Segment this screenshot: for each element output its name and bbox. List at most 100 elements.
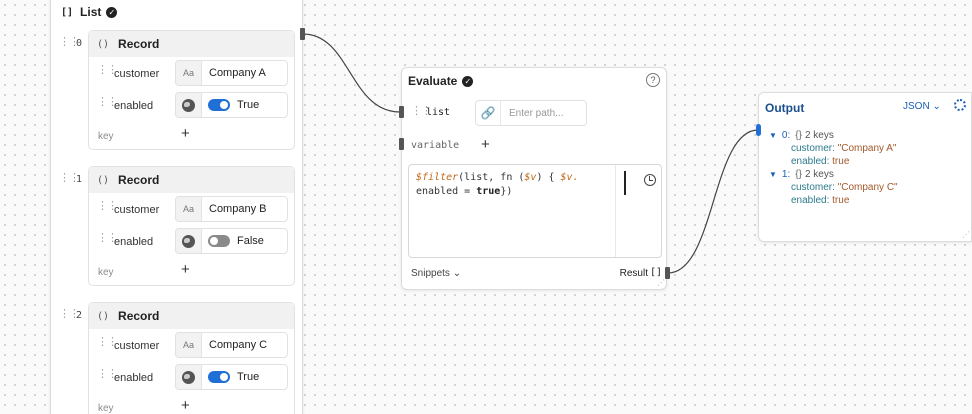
list-item-index: 2 xyxy=(76,310,83,321)
key-placeholder[interactable]: key xyxy=(98,131,114,142)
evaluate-input-port-list[interactable] xyxy=(399,106,404,118)
wire-list-to-evaluate xyxy=(302,33,401,113)
field-label: customer xyxy=(114,204,160,216)
record-card[interactable]: () Record ⋮⋮ customer Aa Company A ⋮⋮ en… xyxy=(88,30,295,150)
input-label-list: list xyxy=(426,107,451,118)
record-header: () Record xyxy=(89,31,294,57)
toggle-value: True xyxy=(237,99,260,111)
path-input[interactable]: 🔗 Enter path... xyxy=(475,100,587,126)
evaluate-result-port[interactable] xyxy=(665,267,670,279)
enabled-toggle-field[interactable]: True xyxy=(175,364,288,390)
drag-handle-icon[interactable]: ⋮⋮ xyxy=(411,105,432,117)
record-header: () Record xyxy=(89,167,294,193)
output-node[interactable]: Output JSON ⌄ ▼0:{}2 keys customer: "Com… xyxy=(758,92,972,242)
text-cursor xyxy=(624,171,626,195)
drag-handle-icon[interactable]: ⋮⋮ xyxy=(97,368,118,380)
drag-handle-icon[interactable]: ⋮⋮ xyxy=(59,172,80,184)
type-chip[interactable] xyxy=(176,93,202,117)
record-header: () Record xyxy=(89,303,294,329)
text-type-icon[interactable]: Aa xyxy=(176,333,202,357)
add-field-icon[interactable]: + xyxy=(181,261,190,278)
add-variable-icon[interactable]: + xyxy=(481,136,490,153)
field-label: customer xyxy=(114,340,160,352)
output-input-port[interactable] xyxy=(756,124,761,136)
enabled-toggle[interactable] xyxy=(208,235,230,247)
gear-icon[interactable] xyxy=(954,99,966,111)
result-array-icon: [] xyxy=(649,267,662,278)
chevron-down-icon: ⌄ xyxy=(932,101,941,112)
key-row: key + xyxy=(89,393,294,414)
key-placeholder[interactable]: key xyxy=(98,403,114,414)
snippets-dropdown[interactable]: Snippets ⌄ xyxy=(411,268,462,279)
evaluate-input-port-variable[interactable] xyxy=(399,138,404,150)
field-value: Company B xyxy=(209,203,267,215)
check-icon: ✓ xyxy=(106,6,118,18)
record-icon: () xyxy=(97,310,110,322)
tree-leaf: customer: "Company A" xyxy=(791,143,897,154)
list-output-port[interactable] xyxy=(300,28,305,40)
type-chip[interactable] xyxy=(176,229,202,253)
evaluate-node[interactable]: Evaluate ✓ ? ⋮⋮ list 🔗 Enter path... var… xyxy=(401,67,667,290)
output-node-title: Output xyxy=(765,101,805,115)
drag-handle-icon[interactable]: ⋮⋮ xyxy=(97,336,118,348)
path-placeholder[interactable]: Enter path... xyxy=(509,107,564,119)
expand-triangle-icon[interactable]: ▼ xyxy=(769,170,777,179)
globe-icon xyxy=(182,234,195,248)
field-label: enabled xyxy=(114,372,154,384)
enabled-toggle[interactable] xyxy=(208,99,230,111)
input-row-list: ⋮⋮ list 🔗 Enter path... xyxy=(402,100,668,128)
enabled-toggle-field[interactable]: False xyxy=(175,228,288,254)
enabled-toggle-field[interactable]: True xyxy=(175,92,288,118)
type-chip[interactable] xyxy=(176,365,202,389)
globe-icon xyxy=(182,98,195,112)
text-type-icon[interactable]: Aa xyxy=(176,61,202,85)
field-row-customer: ⋮⋮ customer Aa Company C xyxy=(89,329,294,361)
drag-handle-icon[interactable]: ⋮⋮ xyxy=(97,96,118,108)
help-icon[interactable]: ? xyxy=(646,73,660,87)
record-card[interactable]: () Record ⋮⋮ customer Aa Company C ⋮⋮ en… xyxy=(88,302,295,414)
text-type-icon[interactable]: Aa xyxy=(176,197,202,221)
variable-label[interactable]: variable xyxy=(411,140,460,151)
field-row-enabled: ⋮⋮ enabled True xyxy=(89,361,294,393)
format-dropdown[interactable]: JSON ⌄ xyxy=(903,101,941,112)
link-icon[interactable]: 🔗 xyxy=(476,101,501,125)
history-icon[interactable] xyxy=(644,174,656,186)
drag-handle-icon[interactable]: ⋮⋮ xyxy=(59,308,80,320)
customer-text-field[interactable]: Aa Company A xyxy=(175,60,288,86)
record-icon: () xyxy=(97,38,110,50)
drag-handle-icon[interactable]: ⋮⋮ xyxy=(97,232,118,244)
drag-handle-icon[interactable]: ⋮⋮ xyxy=(97,200,118,212)
field-label: customer xyxy=(114,68,160,80)
add-field-icon[interactable]: + xyxy=(181,125,190,142)
drag-handle-icon[interactable]: ⋮⋮ xyxy=(59,36,80,48)
chevron-down-icon: ⌄ xyxy=(452,268,462,279)
key-placeholder[interactable]: key xyxy=(98,267,114,278)
customer-text-field[interactable]: Aa Company B xyxy=(175,196,288,222)
tree-node-1[interactable]: ▼1:{}2 keys xyxy=(769,169,834,180)
expand-triangle-icon[interactable]: ▼ xyxy=(769,131,777,140)
resize-handle-icon[interactable]: ⋰ xyxy=(962,230,970,239)
record-card[interactable]: () Record ⋮⋮ customer Aa Company B ⋮⋮ en… xyxy=(88,166,295,286)
customer-text-field[interactable]: Aa Company C xyxy=(175,332,288,358)
tree-leaf: enabled: true xyxy=(791,156,850,167)
wire-result-to-output xyxy=(667,129,759,274)
tree-node-0[interactable]: ▼0:{}2 keys xyxy=(769,130,834,141)
toggle-value: True xyxy=(237,371,260,383)
drag-handle-icon[interactable]: ⋮⋮ xyxy=(97,64,118,76)
expression-code[interactable]: $filter(list, fn ($v) { $v. enabled = tr… xyxy=(416,172,579,197)
field-row-enabled: ⋮⋮ enabled False xyxy=(89,225,294,257)
evaluate-footer: Snippets ⌄ Result [] xyxy=(402,264,668,286)
expression-editor[interactable]: $filter(list, fn ($v) { $v. enabled = tr… xyxy=(408,164,662,258)
record-title: Record xyxy=(118,37,160,51)
field-label: enabled xyxy=(114,236,154,248)
add-field-icon[interactable]: + xyxy=(181,397,190,414)
resize-handle-icon[interactable]: ⋰ xyxy=(657,278,665,287)
tree-leaf: customer: "Company C" xyxy=(791,182,898,193)
evaluate-node-header[interactable]: Evaluate ✓ xyxy=(402,68,666,94)
list-node-header[interactable]: [] List ✓ xyxy=(51,0,302,23)
list-item-index: 0 xyxy=(76,38,83,49)
tree-leaf: enabled: true xyxy=(791,195,850,206)
variable-row: variable + xyxy=(402,136,668,158)
field-value: Company A xyxy=(209,67,266,79)
enabled-toggle[interactable] xyxy=(208,371,230,383)
